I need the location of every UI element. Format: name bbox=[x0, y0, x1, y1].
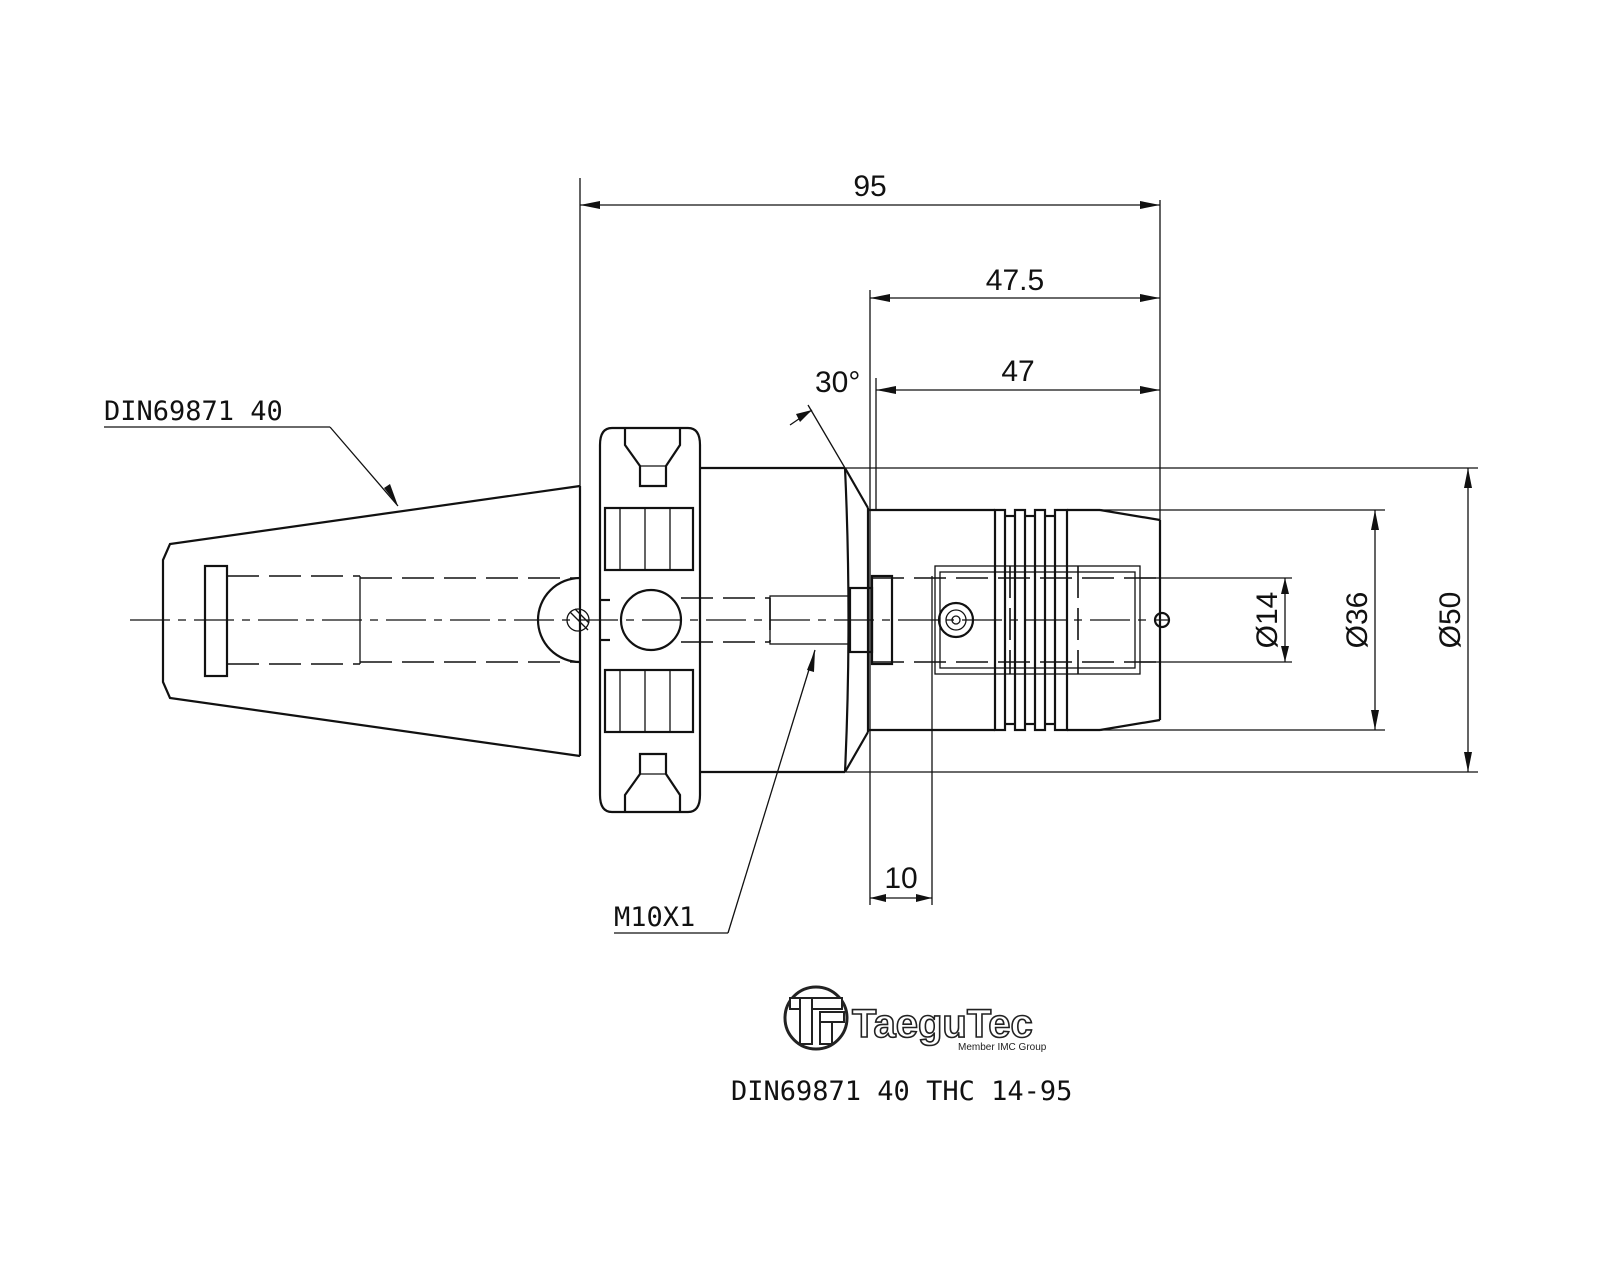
holder-body bbox=[700, 466, 894, 774]
dimension-95: 95 bbox=[579, 170, 1161, 520]
diameter-36-label: Ø36 bbox=[1341, 592, 1374, 649]
angle-30-label: 30° bbox=[815, 366, 860, 399]
dimension-10-label: 10 bbox=[884, 862, 917, 895]
dimension-47-label: 47 bbox=[1001, 355, 1034, 388]
logo-emblem bbox=[783, 985, 849, 1051]
taegutec-logo: TaeguTec Member IMC Group bbox=[783, 985, 1047, 1053]
logo-brand: TaeguTec bbox=[852, 1002, 1033, 1046]
thread-label: M10X1 bbox=[614, 902, 695, 933]
leader-part-label: DIN69871 40 bbox=[104, 396, 399, 507]
dimension-47: 47 bbox=[875, 355, 1160, 510]
dimension-47-5-label: 47.5 bbox=[986, 264, 1044, 297]
product-code: DIN69871 40 THC 14-95 bbox=[731, 1076, 1072, 1107]
dimension-10: 10 bbox=[870, 576, 933, 905]
diameter-50-label: Ø50 bbox=[1434, 592, 1467, 649]
taper-shank bbox=[161, 484, 590, 758]
diameter-50: Ø50 bbox=[845, 467, 1478, 773]
dimension-47-5: 47.5 bbox=[869, 264, 1160, 905]
diameter-36: Ø36 bbox=[1100, 509, 1385, 731]
angle-30: 30° bbox=[789, 366, 860, 469]
logo-tagline: Member IMC Group bbox=[958, 1042, 1047, 1053]
dimension-95-label: 95 bbox=[853, 170, 886, 203]
leader-thread-label: M10X1 bbox=[614, 649, 816, 934]
diameter-14: Ø14 bbox=[1140, 577, 1292, 663]
part-label: DIN69871 40 bbox=[104, 396, 283, 427]
v-flange bbox=[598, 426, 770, 814]
diameter-14-label: Ø14 bbox=[1251, 592, 1284, 649]
